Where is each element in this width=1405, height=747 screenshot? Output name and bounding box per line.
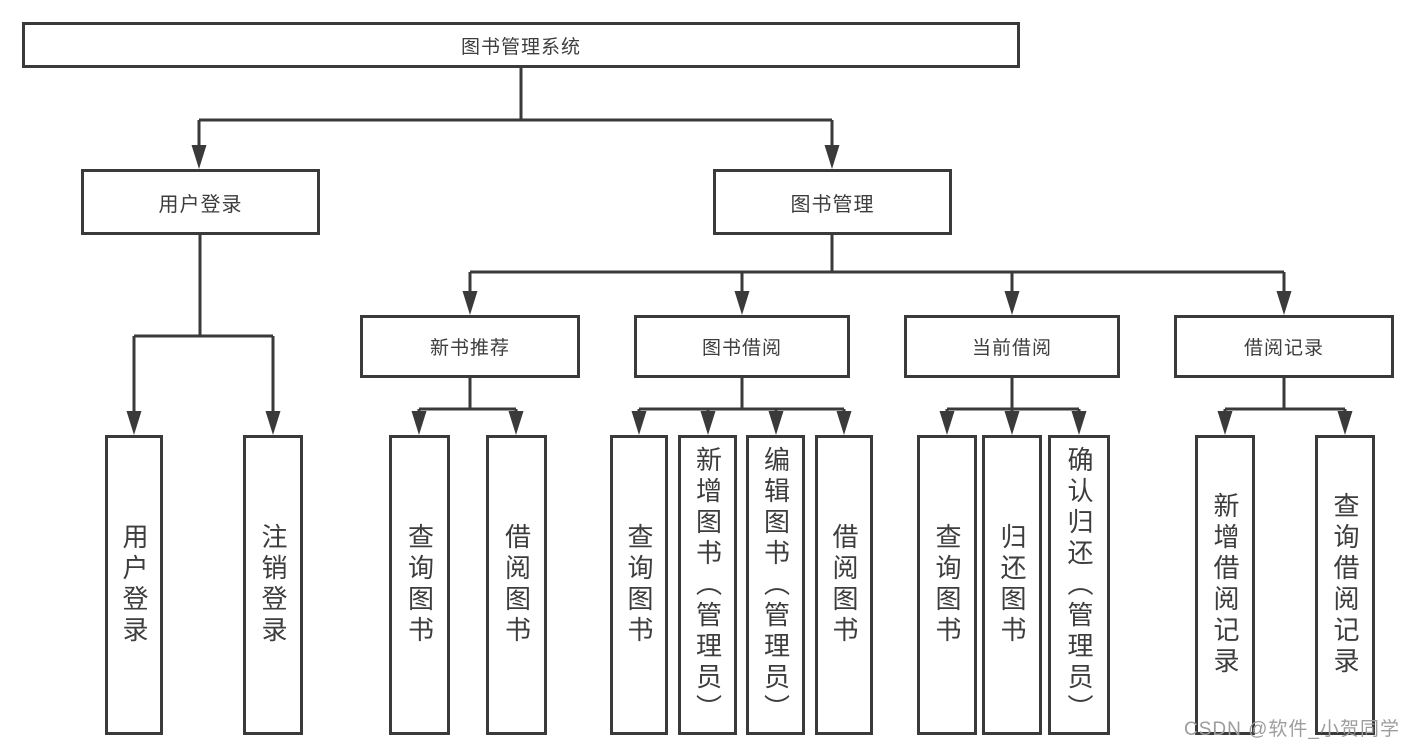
- leaf-borrow-add-books: 新增图书（管理员）: [678, 435, 737, 735]
- leaf-current-confirm-return: 确认归还（管理员）: [1048, 435, 1110, 735]
- node-root: 图书管理系统: [22, 22, 1020, 68]
- leaf-current-return-books-label: 归还图书: [997, 523, 1027, 647]
- node-current-borrow: 当前借阅: [904, 315, 1120, 378]
- leaf-borrow-edit-books: 编辑图书（管理员）: [746, 435, 805, 735]
- node-book-management: 图书管理: [713, 169, 952, 235]
- leaf-recommend-query-books-label: 查询图书: [404, 523, 435, 647]
- node-user-login: 用户登录: [81, 169, 320, 235]
- node-borrow-records-label: 借阅记录: [1243, 338, 1324, 359]
- node-book-borrow: 图书借阅: [634, 315, 850, 378]
- leaf-borrow-query-books: 查询图书: [610, 435, 668, 735]
- node-new-book-recommend: 新书推荐: [360, 315, 580, 378]
- leaf-logout: 注销登录: [243, 435, 303, 735]
- node-new-book-recommend-label: 新书推荐: [429, 338, 510, 359]
- leaf-current-query-books-label: 查询图书: [932, 523, 962, 647]
- node-current-borrow-label: 当前借阅: [971, 338, 1052, 359]
- leaf-records-add-record: 新增借阅记录: [1195, 435, 1255, 735]
- node-book-management-label: 图书管理: [790, 193, 875, 216]
- leaf-records-query-record: 查询借阅记录: [1315, 435, 1375, 735]
- leaf-current-query-books: 查询图书: [917, 435, 977, 735]
- leaf-recommend-borrow-books-label: 借阅图书: [501, 523, 532, 647]
- node-root-label: 图书管理系统: [460, 36, 581, 58]
- leaf-user-login-label: 用户登录: [119, 523, 149, 647]
- node-borrow-records: 借阅记录: [1174, 315, 1394, 378]
- leaf-borrow-borrow-books-label: 借阅图书: [829, 523, 859, 647]
- leaf-borrow-add-books-label: 新增图书（管理员）: [692, 445, 723, 725]
- leaf-borrow-query-books-label: 查询图书: [624, 523, 654, 647]
- leaf-current-confirm-return-label: 确认归还（管理员）: [1064, 445, 1094, 725]
- leaf-user-login: 用户登录: [105, 435, 163, 735]
- leaf-logout-label: 注销登录: [258, 523, 288, 647]
- node-user-login-label: 用户登录: [158, 193, 243, 216]
- leaf-recommend-borrow-books: 借阅图书: [486, 435, 547, 735]
- leaf-records-add-record-label: 新增借阅记录: [1210, 492, 1240, 678]
- node-book-borrow-label: 图书借阅: [701, 338, 782, 359]
- csdn-watermark: CSDN @软件_小贺同学: [1184, 719, 1400, 740]
- leaf-records-query-record-label: 查询借阅记录: [1330, 492, 1360, 678]
- leaf-current-return-books: 归还图书: [982, 435, 1042, 735]
- leaf-borrow-edit-books-label: 编辑图书（管理员）: [760, 445, 791, 725]
- leaf-borrow-borrow-books: 借阅图书: [815, 435, 873, 735]
- leaf-recommend-query-books: 查询图书: [389, 435, 450, 735]
